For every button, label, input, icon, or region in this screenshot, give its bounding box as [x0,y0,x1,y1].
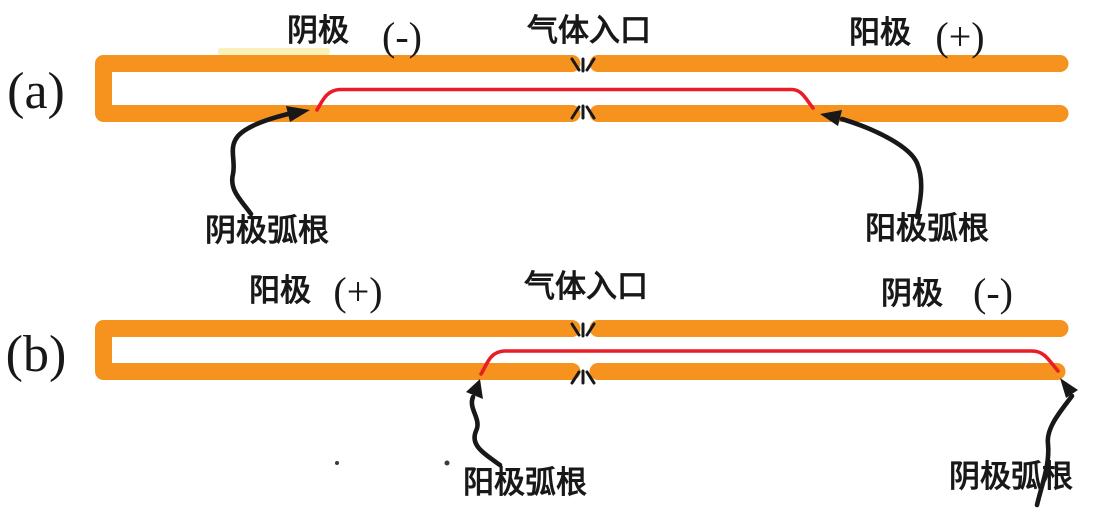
anode-arc-root-arrow [839,116,924,220]
panel-a: (a) 阴极 (-) 气体入口 阳极 (+) 阴极弧根 阳极弧根 [7,13,1069,248]
gas-flow-tick-icon [585,370,596,385]
panel-index-label: (b) [6,326,67,383]
cathode-arc-root-arrow [229,111,291,217]
cathode-arc-root-arrowhead-icon [286,106,310,122]
anode-arc-root-arrowhead-icon [820,110,842,126]
panel-b: (b) 阳极 (+) 气体入口 阴极 (-) 阳极弧根 阴极弧根 [6,269,1078,508]
gas-inlet-label: 气体入口 [526,13,651,48]
gas-inlet-label: 气体入口 [523,269,648,304]
panel-index-label: (a) [7,63,65,120]
cathode-arc-root-arrowhead-icon [1060,378,1078,398]
anode-label: 阳极 [849,15,911,50]
cathode-label: 阴极 [287,13,349,48]
scan-smudge [218,48,330,55]
arc-column [479,349,1060,376]
anode-electrode [95,320,581,380]
gas-flow-tick-icon [570,322,581,337]
cathode-arc-root-label: 阴极弧根 [205,213,329,248]
anode-label: 阳极 [249,273,311,308]
gas-flow-tick-icon [585,57,596,72]
scan-speck [444,460,450,466]
gas-flow-tick-icon [570,370,581,385]
arc-column [315,87,815,112]
cathode-polarity-label: (-) [382,14,422,59]
gas-inlet-flow-arrows [570,322,596,385]
cathode-label: 阴极 [881,276,943,311]
cathode-electrode [95,55,581,122]
anode-arc-root-label: 阳极弧根 [865,211,989,246]
anode-polarity-label: (+) [333,269,382,314]
anode-arc-root-label: 阳极弧根 [463,465,587,500]
cathode-polarity-label: (-) [973,270,1013,315]
cathode-arc-root-arrow [1034,393,1075,508]
anode-arc-root-arrowhead-icon [466,379,483,399]
gas-flow-tick-icon [585,105,596,120]
gas-flow-tick-icon [585,322,596,337]
cathode-arc-root-label: 阴极弧根 [949,459,1073,494]
anode-arc-root-arrow [469,394,503,468]
anode-polarity-label: (+) [935,14,984,59]
gas-flow-tick-icon [570,105,581,120]
gas-inlet-flow-arrows [570,57,596,120]
gas-flow-tick-icon [570,57,581,72]
scan-speck [335,461,339,465]
